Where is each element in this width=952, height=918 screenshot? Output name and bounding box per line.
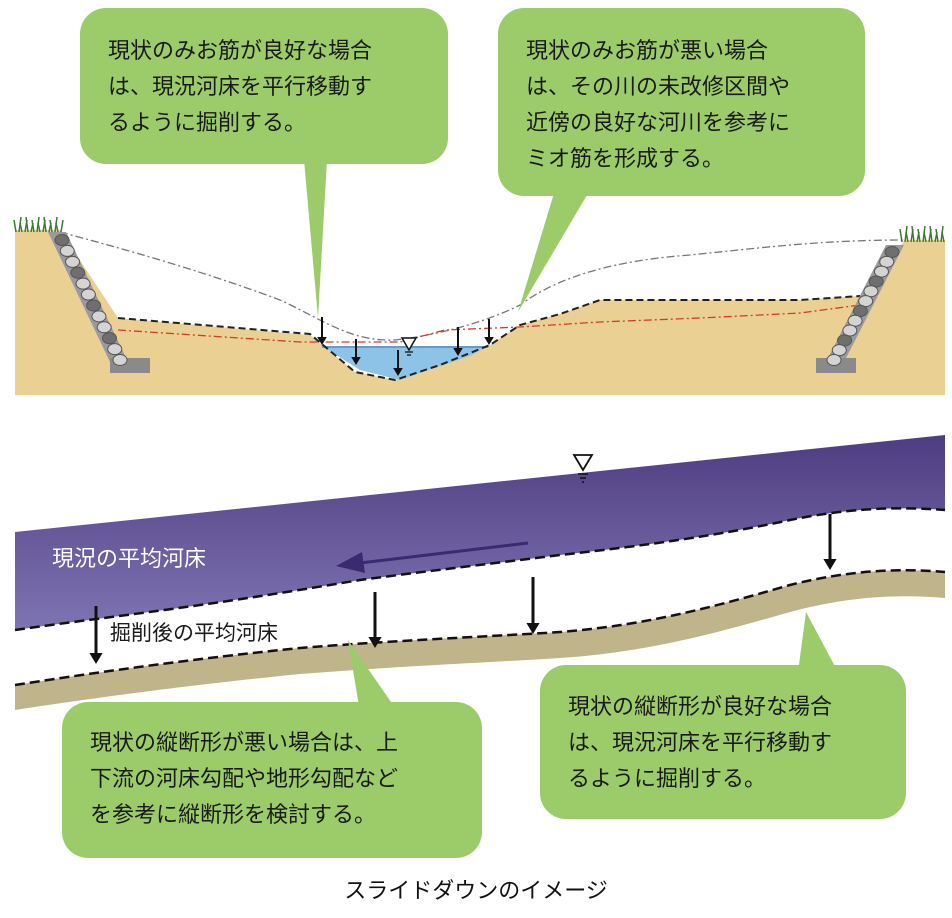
revetment-stone — [86, 299, 102, 312]
callout-line: 近傍の良好な河川を参考に — [526, 111, 790, 136]
grass-blade — [929, 225, 933, 243]
grass-blade — [905, 231, 909, 243]
sand-ground — [15, 230, 945, 395]
revetment-stone — [65, 255, 81, 268]
figure-caption: スライドダウンのイメージ — [344, 879, 608, 904]
callout-line: ミオ筋を形成する。 — [526, 147, 724, 172]
callout-top-right: 現状のみお筋が悪い場合 は、その川の未改修区間や 近傍の良好な河川を参考に ミオ… — [498, 8, 865, 312]
callout-line: を参考に縦断形を検討する。 — [90, 803, 376, 828]
cross-excavation-arrows — [317, 317, 494, 376]
revetment-stone — [852, 304, 868, 317]
grass-blade — [917, 228, 921, 243]
callout-top-left: 現状のみお筋が良好な場合 は、現況河床を平行移動す るように掘削する。 — [80, 8, 448, 318]
grass-blade — [923, 231, 927, 243]
grass-blade — [25, 216, 29, 233]
revetment-stone — [837, 334, 853, 347]
grass-blade — [60, 219, 64, 233]
grass-left — [13, 216, 64, 233]
revetment-stone — [112, 354, 128, 366]
down-arrow-head — [89, 653, 103, 664]
callout-line: は、現況河床を平行移動す — [568, 731, 832, 756]
excavated-cross-line — [117, 295, 861, 382]
callout-line: 現状の縦断形が良好な場合 — [568, 695, 832, 720]
revetment-stone — [863, 285, 879, 298]
revetment-stone — [858, 295, 874, 308]
revetment-stone — [70, 266, 86, 279]
revetment-stone — [879, 255, 895, 268]
callout-bottom-left: 現状の縦断形が悪い場合は、上 下流の河床勾配や地形勾配など を参考に縦断形を検討… — [62, 640, 482, 858]
down-arrow-head — [351, 357, 361, 365]
revetment-stone — [107, 343, 123, 356]
water-level-symbol-bottom — [572, 454, 594, 483]
callout-line: 現状の縦断形が悪い場合は、上 — [90, 731, 398, 756]
down-arrow-head — [317, 337, 327, 345]
callout-top-left-text: 現状のみお筋が良好な場合 は、現況河床を平行移動す るように掘削する。 — [108, 39, 379, 136]
callout-line: は、現況河床を平行移動す — [108, 75, 372, 100]
revetment-stone — [75, 277, 91, 290]
revetment-stone — [826, 354, 842, 366]
callout-line: 現状のみお筋が良好な場合 — [108, 39, 372, 64]
down-arrow-head — [393, 368, 403, 376]
flow-direction-arrow — [336, 541, 529, 573]
river-water-body — [15, 435, 945, 630]
callout-line: るように掘削する。 — [108, 111, 306, 136]
grass-blade — [55, 222, 59, 233]
revetment-stone — [54, 234, 70, 246]
longitudinal-section: 現況の平均河床 掘削後の平均河床 — [14, 435, 946, 710]
excavated-bed-line — [14, 568, 946, 687]
current-bed-label: 現況の平均河床 — [52, 547, 206, 572]
water — [322, 346, 488, 380]
cross-section — [13, 216, 945, 395]
callout-bottom-left-text: 現状の縦断形が悪い場合は、上 下流の河床勾配や地形勾配など を参考に縦断形を検討… — [90, 731, 405, 828]
original-ground-line — [59, 231, 906, 341]
revetment-stone — [847, 314, 863, 327]
revetment-stone — [831, 344, 847, 357]
grass-blade — [941, 231, 945, 243]
excavated-bed-band — [15, 570, 945, 710]
grass-blade — [911, 225, 915, 243]
revetment-stone — [59, 244, 75, 257]
callout-bottom-right: 現状の縦断形が良好な場合 は、現況河床を平行移動す るように掘削する。 — [540, 612, 906, 819]
callout-line: るように掘削する。 — [568, 767, 766, 792]
revetment-stone — [873, 265, 889, 278]
water-level-symbol-top — [400, 337, 418, 356]
revetment-stone — [884, 246, 900, 258]
grass-blade — [13, 219, 17, 233]
revetment-stone — [101, 332, 117, 345]
callout-line: 現状のみお筋が悪い場合 — [526, 39, 768, 64]
grass-blade — [31, 219, 35, 233]
grass-blade — [37, 222, 41, 233]
down-arrow-head — [823, 559, 837, 570]
down-arrow-head — [368, 637, 382, 648]
grass-blade — [899, 228, 903, 243]
current-bed-line — [14, 507, 946, 632]
revetment-stone — [842, 324, 858, 337]
down-arrow-head — [526, 623, 540, 634]
callout-top-right-text: 現状のみお筋が悪い場合 は、その川の未改修区間や 近傍の良好な河川を参考に ミオ… — [526, 39, 797, 172]
grass-blade — [49, 219, 53, 233]
grass-blade — [19, 222, 23, 233]
grass-blade — [935, 228, 939, 243]
revetment-stone — [868, 275, 884, 288]
revetment-stone — [96, 321, 112, 334]
callout-line: は、その川の未改修区間や — [526, 75, 790, 100]
callout-bottom-right-text: 現状の縦断形が良好な場合 は、現況河床を平行移動す るように掘削する。 — [568, 695, 839, 792]
planned-bed-line — [117, 304, 861, 343]
callout-line: 下流の河床勾配や地形勾配など — [90, 767, 398, 792]
excavated-bed-label: 掘削後の平均河床 — [110, 621, 278, 645]
grass-blade — [43, 216, 47, 233]
longitudinal-excavation-arrows — [89, 514, 837, 664]
down-arrow-head — [453, 348, 463, 356]
revetment-stone — [91, 310, 107, 323]
grass-right — [899, 225, 945, 243]
revetment-stone — [80, 288, 96, 301]
down-arrow-head — [484, 337, 494, 345]
